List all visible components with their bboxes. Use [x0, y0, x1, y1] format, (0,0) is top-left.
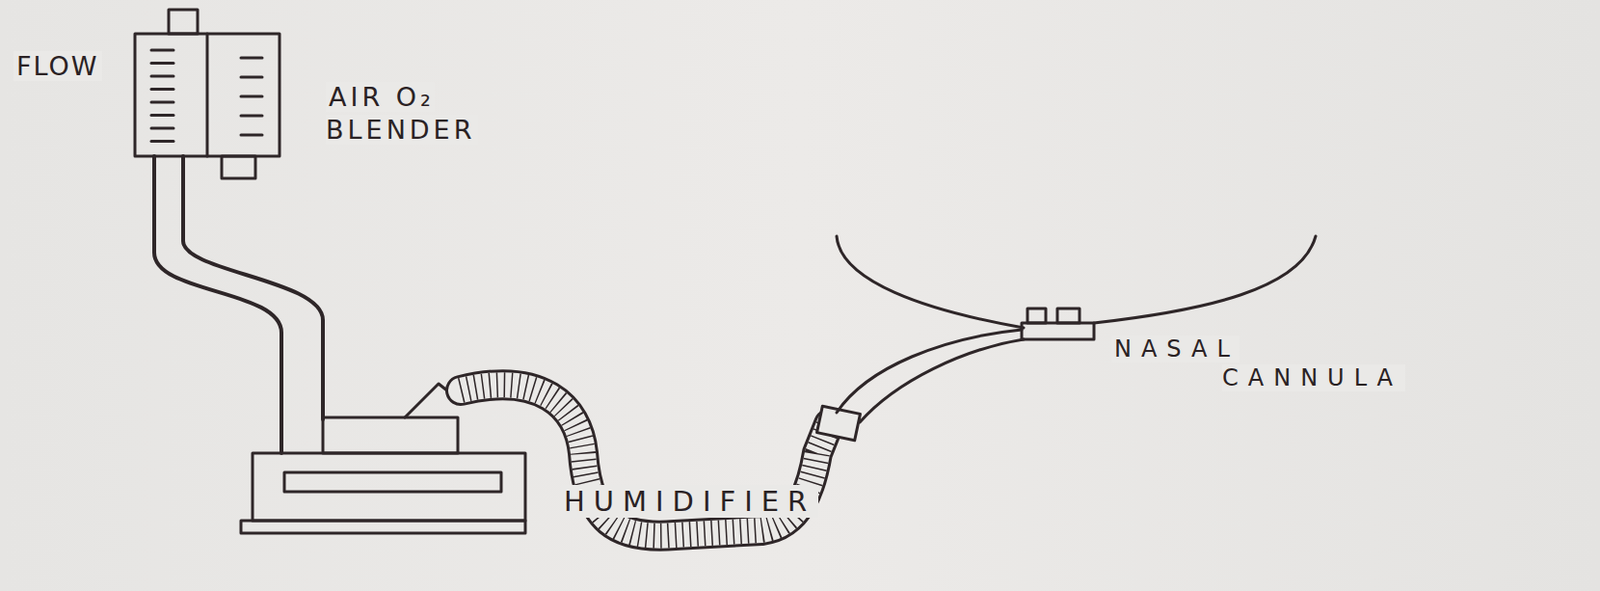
- nasal-cannula: [836, 236, 1316, 340]
- gas-tube: [154, 156, 323, 454]
- part-label: FLOW: [13, 50, 130, 83]
- part-label: NASAL CANNULA: [1222, 334, 1589, 393]
- part-label: AIR O₂ BLENDER: [325, 80, 509, 147]
- cannula-tubing: [836, 329, 1024, 423]
- part-label: HUMIDIFIER: [560, 483, 947, 519]
- scale-tick: [240, 114, 263, 118]
- scale-tick: [151, 87, 174, 91]
- humidifier-unit: [240, 383, 526, 534]
- scale-tick: [151, 139, 174, 143]
- label-text: FLOW: [13, 51, 103, 81]
- label-text: AIR O₂ BLENDER: [325, 81, 479, 145]
- scale-tick: [240, 95, 263, 99]
- scale-tick: [151, 101, 174, 105]
- scale-tick: [151, 113, 174, 117]
- scale-tick: [240, 56, 263, 60]
- corrugated-tube: [460, 384, 860, 535]
- air-o2-blender: [134, 9, 280, 179]
- label-text: NASAL CANNULA: [1111, 335, 1406, 392]
- scale-tick: [240, 76, 263, 80]
- label-text: HUMIDIFIER: [560, 484, 819, 518]
- scale-tick: [151, 61, 174, 65]
- scale-tick: [151, 127, 174, 131]
- scale-tick: [151, 75, 174, 79]
- scale-tick: [240, 133, 263, 137]
- scale-tick: [151, 49, 174, 53]
